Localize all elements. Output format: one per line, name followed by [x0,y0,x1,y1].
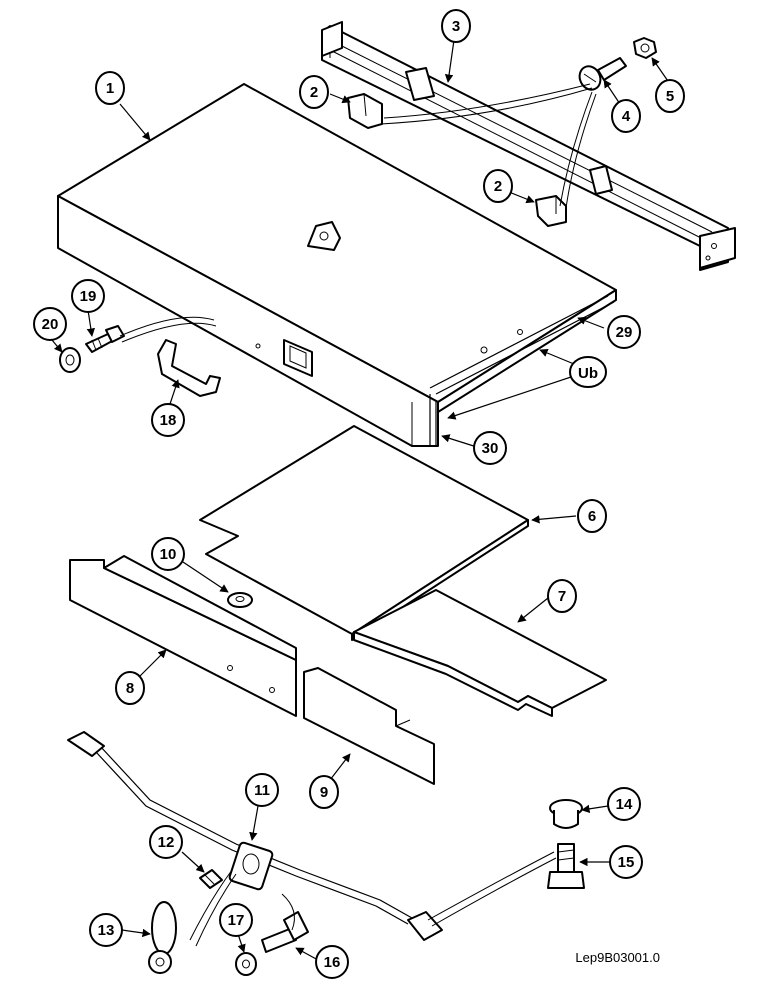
callout-2-upper: 2 [299,75,329,109]
callout-14-text: 14 [616,796,633,813]
callout-10: 10 [151,537,185,571]
callout-29-text: 29 [616,324,633,341]
callout-11: 11 [245,773,279,807]
callout-15: 15 [609,845,643,879]
callout-7: 7 [547,579,577,613]
cap [148,901,177,974]
washer-17 [235,952,257,976]
callout-20-text: 20 [42,316,59,333]
callout-16-text: 16 [324,954,341,971]
callout-6: 6 [577,499,607,533]
drawing-code: Lep9B03001.0 [575,950,660,965]
mounting-rail [321,21,736,271]
callout-29: 29 [607,315,641,349]
adhesive-symbol: Ub [569,356,607,388]
callout-9-text: 9 [320,784,328,801]
callout-15-text: 15 [618,854,635,871]
callout-9: 9 [309,775,339,809]
callout-12: 12 [149,825,183,859]
callout-2-lower-text: 2 [494,178,502,195]
plug [199,869,223,889]
callout-13: 13 [89,913,123,947]
callout-2-lower: 2 [483,169,513,203]
callout-30-text: 30 [482,440,499,457]
handle [157,339,221,397]
seat-box [57,83,617,447]
callout-19-text: 19 [80,288,97,305]
callout-2-upper-text: 2 [310,84,318,101]
board-8 [69,555,297,717]
callout-6-text: 6 [588,508,596,525]
callout-30: 30 [473,431,507,465]
panel-7 [353,589,607,717]
screw [578,57,627,91]
bolt-15 [547,843,585,889]
callout-18: 18 [151,403,185,437]
callout-3-text: 3 [452,18,460,35]
callout-12-text: 12 [158,834,175,851]
callout-5-text: 5 [666,88,674,105]
adhesive-symbol-text: Ub [578,365,598,382]
callout-8-text: 8 [126,680,134,697]
cable-assembly [67,731,443,941]
board-9 [303,667,435,785]
callout-20: 20 [33,307,67,341]
callout-1-text: 1 [106,80,114,97]
bolt-19 [85,325,125,353]
callout-18-text: 18 [160,412,177,429]
callout-7-text: 7 [558,588,566,605]
bracket-lower [535,195,567,227]
callout-14: 14 [607,787,641,821]
leader-lines [51,39,671,961]
callout-3: 3 [441,9,471,43]
bushing [549,799,583,829]
callout-5: 5 [655,79,685,113]
bolt-16 [261,911,309,953]
callout-1: 1 [95,71,125,105]
callout-4-text: 4 [622,108,631,125]
seal-strip-30 [429,394,437,446]
callout-13-text: 13 [98,922,115,939]
callout-10-text: 10 [160,546,177,563]
callout-16: 16 [315,945,349,979]
bracket-upper [347,93,383,129]
nut [633,37,657,59]
callout-19: 19 [71,279,105,313]
grommet [227,592,253,608]
callout-17-text: 17 [228,912,245,929]
washer-20 [59,347,81,373]
callout-17: 17 [219,903,253,937]
callout-8: 8 [115,671,145,705]
callout-11-text: 11 [254,782,270,799]
alignment-lines [119,83,597,947]
callout-4: 4 [611,99,641,133]
